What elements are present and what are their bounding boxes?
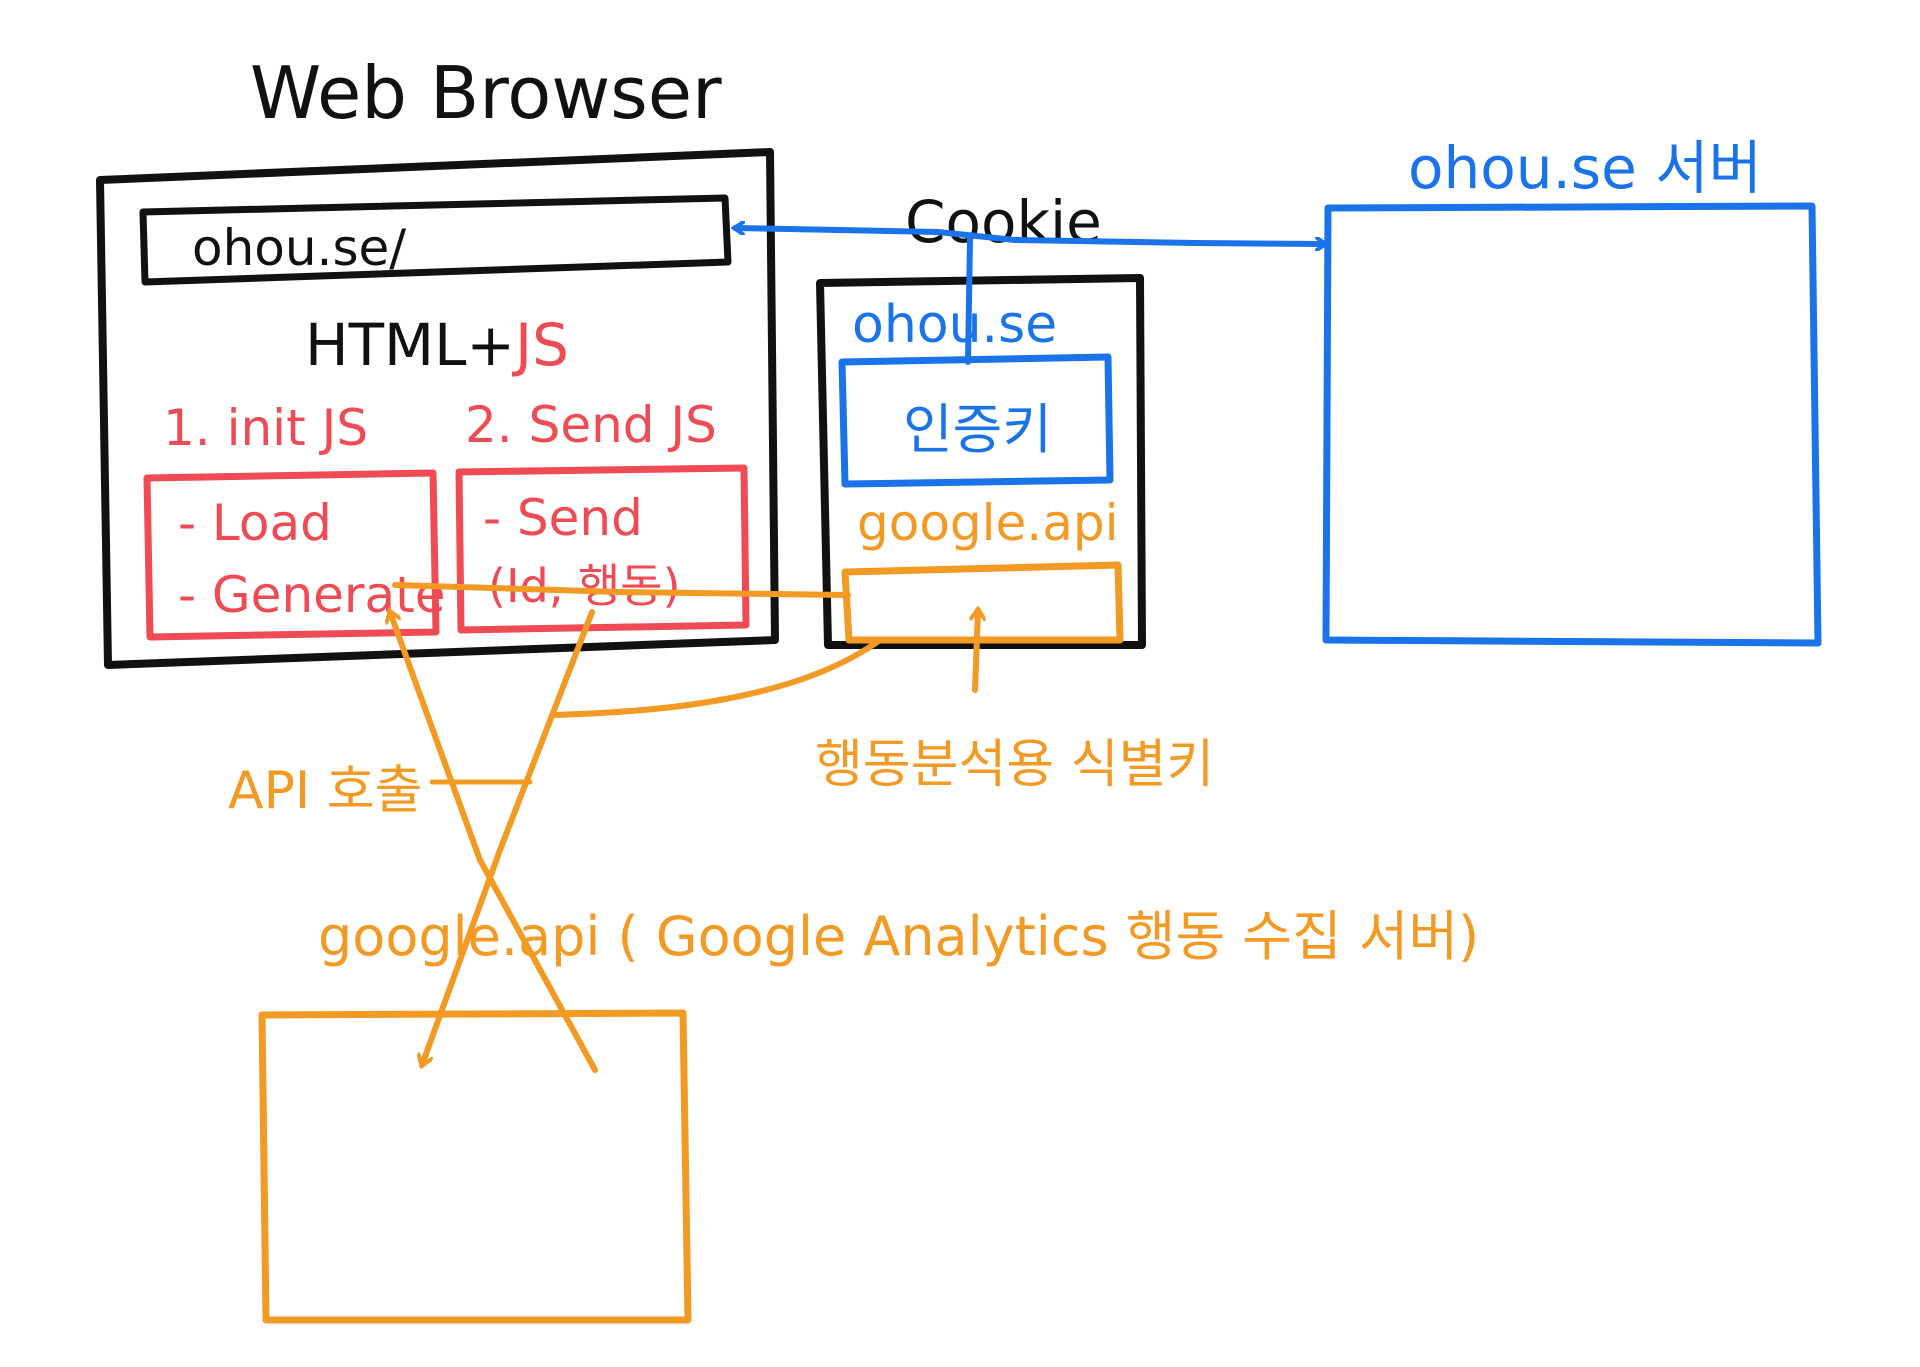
tracking-key-label: 행동분석용 식별키 (815, 735, 1214, 795)
init-js-label: 1. init JS (163, 399, 368, 457)
cookie-store-frame (816, 274, 1146, 649)
cookie-title: Cookie (905, 188, 1102, 256)
content-html-label: HTML+ (305, 311, 515, 379)
ohouse-server-box (1322, 202, 1822, 647)
google-response-to-generate-arrow (390, 612, 598, 1073)
cookie-to-server-arrow (1012, 240, 1325, 244)
browser-frame (96, 148, 779, 669)
content-type-label: HTML+JS (305, 311, 569, 379)
init-js-box (143, 469, 440, 641)
init-js-step-generate: - Generate (178, 566, 445, 624)
browser-title: Web Browser (250, 51, 722, 135)
cookie-domain-google: google.api (857, 494, 1118, 552)
address-bar[interactable] (139, 194, 732, 286)
cookie-domain-ohouse: ohou.se (852, 295, 1057, 355)
address-bar-url: ohou.se/ (192, 219, 406, 277)
auth-key-link (965, 235, 973, 365)
content-js-label: JS (512, 311, 569, 379)
init-js-step-load: - Load (178, 494, 332, 552)
google-server-title: google.api ( Google Analytics 행동 수집 서버) (318, 905, 1479, 968)
send-to-google-api-arrow (422, 609, 595, 1065)
tracking-key-to-generate-connector (392, 582, 851, 598)
server-title: ohou.se 서버 (1408, 134, 1762, 202)
api-call-label: API 호출 (228, 761, 422, 821)
auth-key-label: 인증키 (903, 398, 1052, 461)
send-js-box (455, 464, 750, 634)
browser-server-connector (735, 228, 1018, 243)
auth-key-box (838, 353, 1114, 488)
tracking-key-label-arrow (975, 610, 978, 693)
tracking-key-write-arrow (552, 637, 883, 718)
tracking-key-box (841, 561, 1124, 644)
send-js-step-send: - Send (483, 489, 643, 547)
send-js-label: 2. Send JS (465, 396, 717, 454)
google-analytics-server-box (258, 1009, 692, 1324)
